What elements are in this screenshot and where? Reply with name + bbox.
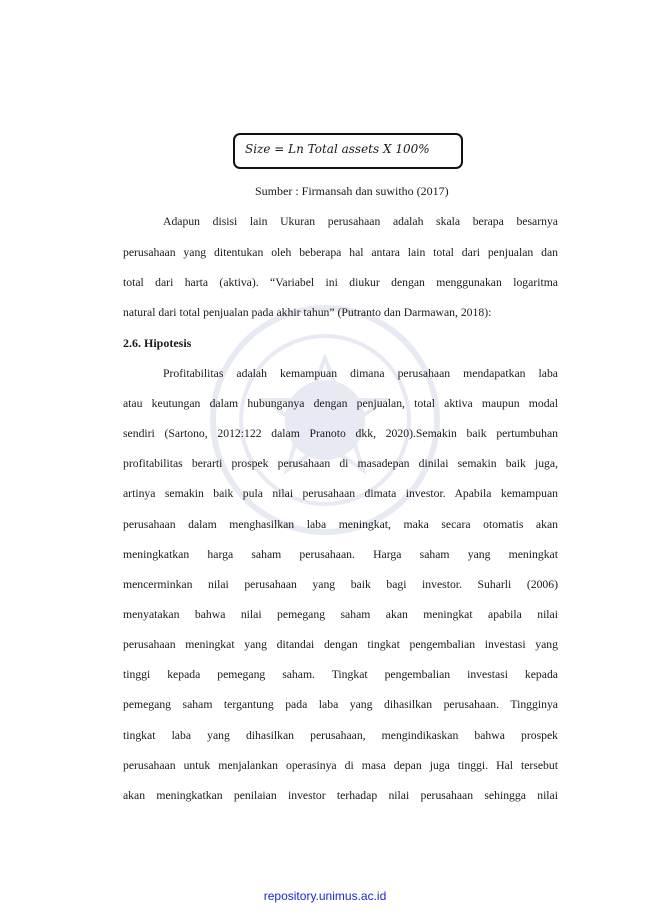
paragraph-line: tingkat laba yang dihasilkan perusahaan,… <box>123 729 558 742</box>
paragraph-line: Profitabilitas adalah kemampuan dimana p… <box>163 367 558 380</box>
paragraph-line: total dari harta (aktiva). “Variabel ini… <box>123 276 558 289</box>
paragraph-line: perusahaan dalam menghasilkan laba menin… <box>123 518 558 531</box>
repository-link[interactable]: repository.unimus.ac.id <box>263 889 387 903</box>
paragraph-line: pemegang saham tergantung pada laba yang… <box>123 698 558 711</box>
paragraph-line: natural dari total penjualan pada akhir … <box>123 306 492 319</box>
formula-box: Size = Ln Total assets X 100% <box>233 133 463 169</box>
paragraph-line: perusahaan yang ditentukan oleh beberapa… <box>123 246 558 259</box>
paragraph-line: Adapun disisi lain Ukuran perusahaan ada… <box>163 215 558 228</box>
paragraph-line: perusahaan untuk menjalankan operasinya … <box>123 759 558 772</box>
formula: Size = Ln Total assets X 100% <box>245 142 430 156</box>
university-seal-watermark <box>210 305 440 535</box>
paragraph-line: artinya semakin baik pula nilai perusaha… <box>123 487 558 500</box>
paragraph-line: atau keutungan dalam hubunganya dengan p… <box>123 397 558 410</box>
paragraph-line: sendiri (Sartono, 2012:122 dalam Pranoto… <box>123 427 558 440</box>
paragraph-line: mencerminkan nilai perusahaan yang baik … <box>123 578 558 591</box>
paragraph-line: profitabilitas berarti prospek perusahaa… <box>123 457 558 470</box>
paragraph-line: tinggi kepada pemegang saham. Tingkat pe… <box>123 668 558 681</box>
paragraph-line: menyatakan bahwa nilai pemegang saham ak… <box>123 608 558 621</box>
section-heading: 2.6. Hipotesis <box>123 336 192 350</box>
formula-source: Sumber : Firmansah dan suwitho (2017) <box>255 184 449 198</box>
paragraph-line: perusahaan meningkat yang ditandai denga… <box>123 638 558 651</box>
paragraph-line: meningkatkan harga saham perusahaan. Har… <box>123 548 558 561</box>
paragraph-line: akan meningkatkan penilaian investor ter… <box>123 789 558 802</box>
